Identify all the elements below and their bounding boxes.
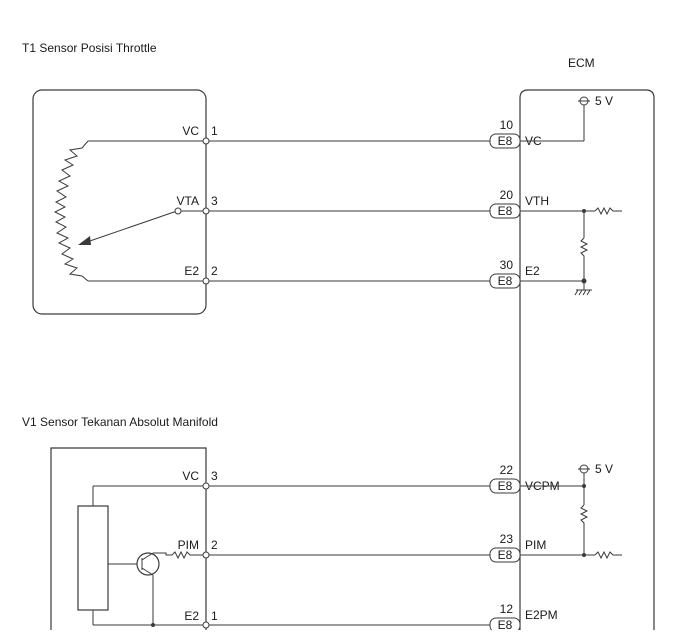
ecm-pin-10: 10: [500, 118, 514, 132]
wiper-arrow-icon: [78, 236, 91, 245]
potentiometer-icon: [53, 140, 89, 282]
ecm-title: ECM: [568, 56, 595, 70]
v1-pin-number-1: 1: [211, 609, 218, 623]
v1-pin-number-3: 3: [211, 469, 218, 483]
ecm-pin-20: 20: [500, 188, 514, 202]
t1-pin-signal-vc: VC: [182, 124, 199, 138]
svg-text:E8: E8: [498, 618, 513, 630]
ecm-box: [519, 89, 655, 630]
ecm-pin-22: 22: [500, 463, 514, 477]
ecm-pin-23: 23: [500, 532, 514, 546]
ecm-connector-e8-pin-30: E8: [489, 273, 521, 289]
t1-pin-signal-vta: VTA: [177, 194, 199, 208]
ecm-connector-e8-pin-22: E8: [489, 478, 521, 494]
svg-text:E8: E8: [498, 134, 513, 148]
t1-title: T1 Sensor Posisi Throttle: [22, 41, 157, 55]
ecm-connector-e8-pin-10: E8: [489, 133, 521, 149]
ecm-supply-t1: 5 V: [595, 94, 613, 108]
v1-sensor-box: [50, 447, 207, 630]
t1-pin-number-1: 1: [211, 124, 218, 138]
t1-pin-number-3: 3: [211, 194, 218, 208]
ecm-connector-e8-pin-23: E8: [489, 547, 521, 563]
ecm-connector-e8-pin-20: E8: [489, 203, 521, 219]
ecm-signal-e2: E2: [525, 264, 540, 278]
svg-text:E8: E8: [498, 548, 513, 562]
v1-pin-signal-pim: PIM: [178, 538, 199, 552]
svg-text:E8: E8: [498, 479, 513, 493]
t1-pin-signal-e2: E2: [184, 264, 199, 278]
ecm-signal-pim: PIM: [525, 538, 546, 552]
svg-text:E8: E8: [498, 204, 513, 218]
t1-sensor-box: [32, 89, 207, 315]
ecm-pin-30: 30: [500, 258, 514, 272]
ecm-supply-v1: 5 V: [595, 462, 613, 476]
svg-text:E8: E8: [498, 274, 513, 288]
pressure-element-icon: [77, 505, 109, 611]
ecm-connector-e8-pin-12: E8: [489, 617, 521, 633]
resistor-icon: [594, 206, 622, 216]
ecm-pin-12: 12: [500, 602, 514, 616]
v1-pin-signal-e2: E2: [184, 609, 199, 623]
ecm-signal-e2pm: E2PM: [525, 608, 558, 622]
v1-pin-signal-vc: VC: [182, 469, 199, 483]
v1-title: V1 Sensor Tekanan Absolut Manifold: [22, 415, 218, 429]
ecm-signal-vth: VTH: [525, 194, 549, 208]
v1-pin-number-2: 2: [211, 538, 218, 552]
t1-pin-number-2: 2: [211, 264, 218, 278]
